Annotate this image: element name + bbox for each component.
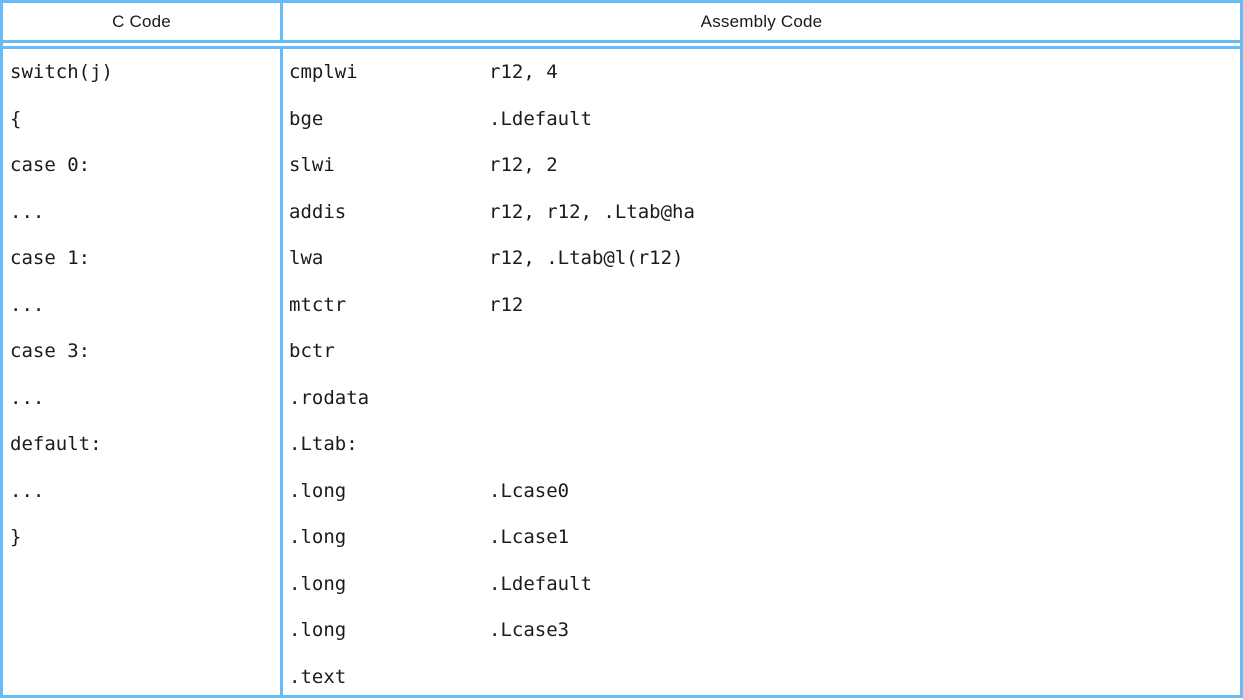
assembly-operand: r12, r12, .Ltab@ha (489, 189, 695, 236)
assembly-operand: r12 (489, 282, 523, 329)
c-code-line: case 3: (3, 328, 280, 375)
assembly-mnemonic: addis (289, 189, 489, 236)
assembly-operand: .Lcase0 (489, 468, 569, 515)
table-header-row: C Code Assembly Code (3, 3, 1240, 40)
assembly-code-line: bge.Ldefault (283, 96, 1240, 143)
c-code-line: ... (3, 282, 280, 329)
assembly-code-line: .long.Ldefault (283, 561, 1240, 608)
assembly-mnemonic: bge (289, 96, 489, 143)
c-code-cell: switch(j){case 0:...case 1:...case 3:...… (3, 49, 283, 695)
assembly-mnemonic: .Ltab: (289, 421, 489, 468)
c-code-line: { (3, 96, 280, 143)
assembly-mnemonic: bctr (289, 328, 489, 375)
c-code-line: } (3, 514, 280, 561)
assembly-operand: .Ldefault (489, 96, 592, 143)
assembly-mnemonic: .long (289, 561, 489, 608)
assembly-mnemonic: .rodata (289, 375, 489, 422)
assembly-code-line: bctr (283, 328, 1240, 375)
c-code-line: switch(j) (3, 49, 280, 96)
assembly-operand: r12, 2 (489, 142, 558, 189)
assembly-mnemonic: slwi (289, 142, 489, 189)
c-code-line: default: (3, 421, 280, 468)
column-header-c-code: C Code (3, 3, 283, 40)
assembly-mnemonic: lwa (289, 235, 489, 282)
column-header-assembly-code: Assembly Code (283, 3, 1240, 40)
assembly-code-line: .text (283, 654, 1240, 700)
assembly-mnemonic: cmplwi (289, 49, 489, 96)
assembly-operand: r12, .Ltab@l(r12) (489, 235, 683, 282)
assembly-mnemonic: .long (289, 468, 489, 515)
assembly-mnemonic: mtctr (289, 282, 489, 329)
assembly-code-line: .long.Lcase1 (283, 514, 1240, 561)
assembly-code-line: .Ltab: (283, 421, 1240, 468)
c-code-line-list: switch(j){case 0:...case 1:...case 3:...… (3, 49, 280, 561)
c-code-line: ... (3, 189, 280, 236)
c-code-line: case 0: (3, 142, 280, 189)
c-code-line: ... (3, 375, 280, 422)
assembly-code-line: .rodata (283, 375, 1240, 422)
assembly-mnemonic: .long (289, 514, 489, 561)
assembly-operand: .Lcase1 (489, 514, 569, 561)
assembly-code-line: .long.Lcase0 (283, 468, 1240, 515)
assembly-operand: r12, 4 (489, 49, 558, 96)
assembly-operand: .Ldefault (489, 561, 592, 608)
c-code-line: case 1: (3, 235, 280, 282)
assembly-mnemonic: .long (289, 607, 489, 654)
assembly-operand: .Lcase3 (489, 607, 569, 654)
c-code-line: ... (3, 468, 280, 515)
assembly-mnemonic: .text (289, 654, 489, 700)
table-body: switch(j){case 0:...case 1:...case 3:...… (3, 49, 1240, 695)
assembly-code-line: .long.Lcase3 (283, 607, 1240, 654)
